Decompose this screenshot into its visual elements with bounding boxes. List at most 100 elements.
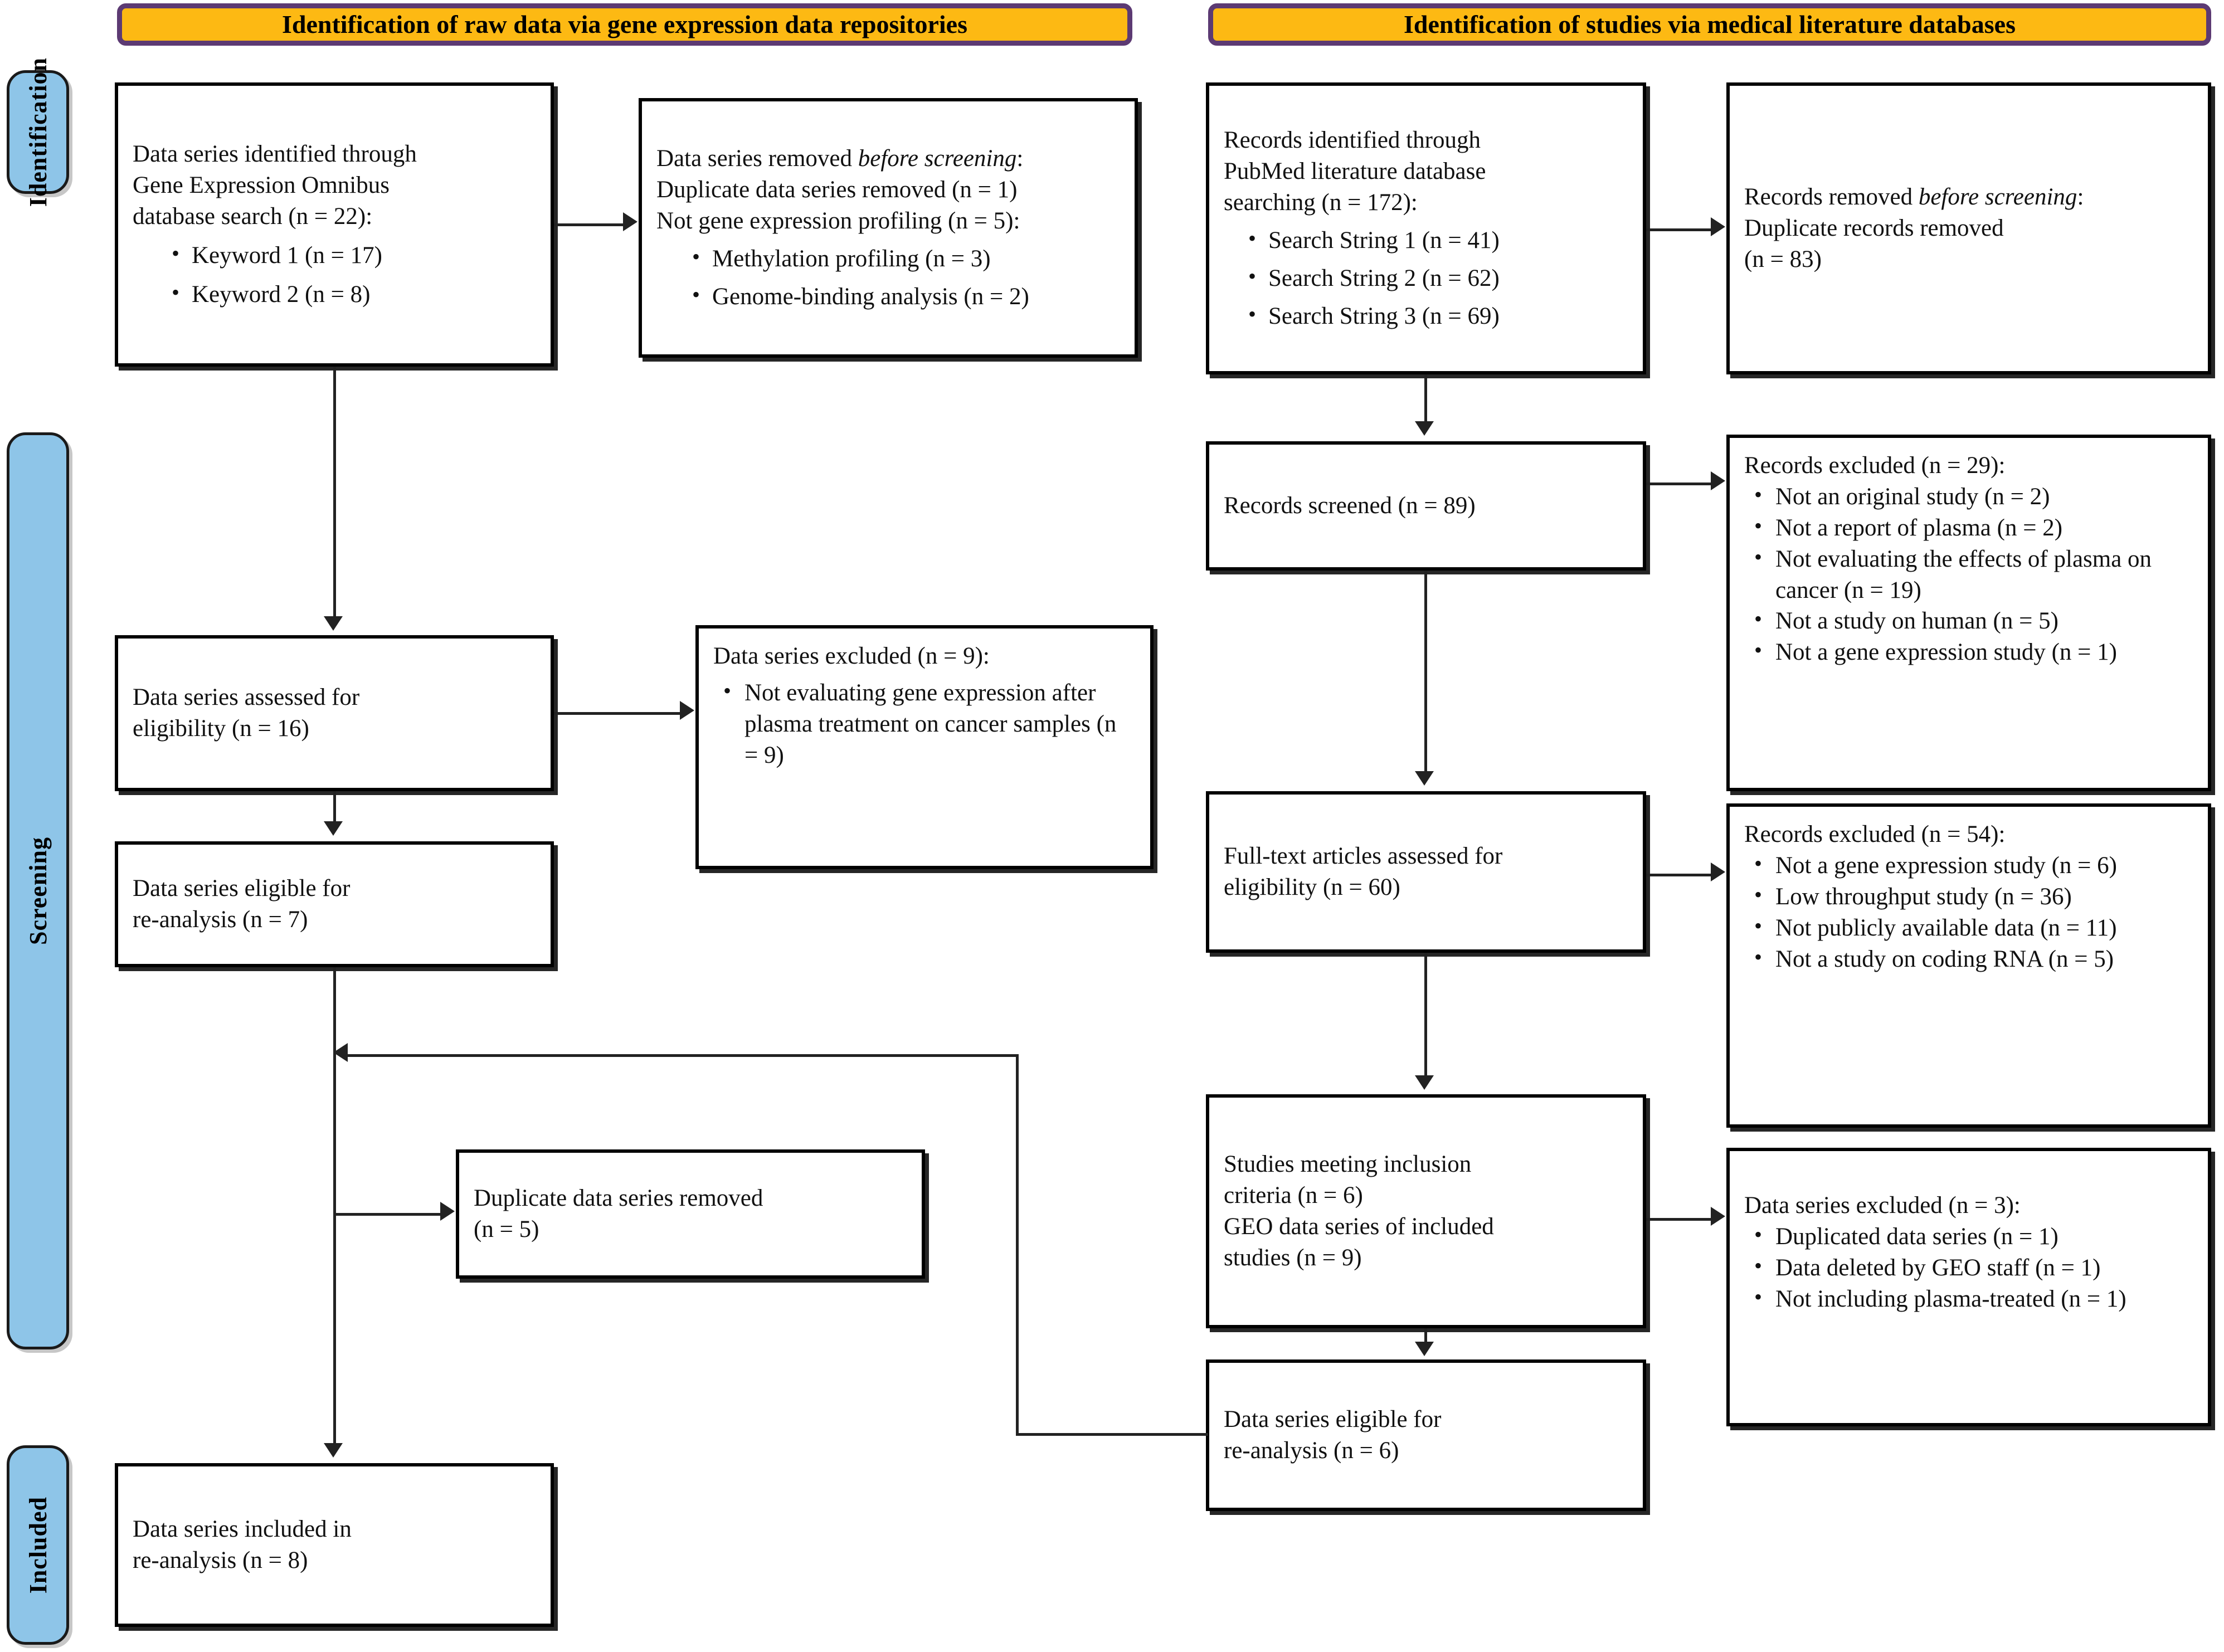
box-records-screened: Records screened (n = 89) [1206,441,1646,571]
connector-r1-to-r2 [1646,228,1712,231]
box-line: Data series eligible for [133,875,351,902]
box-data-series-eligible-7: Data series eligible for re-analysis (n … [115,841,554,967]
list-item: Search String 1 (n = 41) [1243,224,1628,256]
arrow-right-icon [1711,471,1725,490]
arrow-right-icon [1711,862,1725,881]
text-fragment-italic: before screening [1918,184,2077,211]
list-item: Data deleted by GEO staff (n = 1) [1744,1251,2193,1284]
list-item: Not a gene expression study (n = 1) [1744,636,2193,668]
box-data-series-included-8: Data series included in re-analysis (n =… [115,1463,554,1627]
banner-right: Identification of studies via medical li… [1208,3,2211,46]
connector-spine-to-l6 [333,1213,442,1216]
arrow-right-icon [623,212,637,231]
connector-right-merge-into-left-spine [345,1054,1019,1057]
box-line: studies (n = 9) [1224,1244,1362,1271]
box-line: Records identified through [1224,127,1481,154]
box-line: searching (n = 172): [1224,189,1418,216]
phase-label-included: Included [24,1496,52,1594]
arrow-down-icon [324,1443,343,1458]
list-item: Not publicly available data (n = 11) [1744,912,2193,944]
text-fragment-italic: before screening [858,145,1017,172]
arrow-down-icon [1415,1342,1434,1356]
box-line: database search (n = 22): [133,203,373,230]
arrow-right-icon [1711,217,1725,236]
list-item: Not evaluating gene expression after pla… [713,676,1136,771]
box-line: PubMed literature database [1224,158,1486,185]
text-fragment: Data series removed [656,145,858,172]
arrow-right-icon [1711,1207,1725,1226]
arrow-down-icon [1415,771,1434,786]
list-item: Not a study on coding RNA (n = 5) [1744,943,2193,975]
box-studies-meeting-inclusion: Studies meeting inclusion criteria (n = … [1206,1094,1646,1328]
box-line: Duplicate data series removed (n = 1) [656,177,1018,203]
box-line: re-analysis (n = 8) [133,1547,308,1573]
phase-bar-screening: Screening [7,432,69,1349]
arrow-down-icon [1415,1075,1434,1090]
list-item: Not an original study (n = 2) [1744,480,2193,513]
connector-l1-to-l2 [554,223,624,226]
arrow-right-icon [440,1202,455,1221]
text-fragment: Records removed [1744,184,1919,211]
box-line: Data series assessed for [133,684,360,711]
phase-label-screening: Screening [24,837,52,945]
box-header: Records excluded (n = 54): [1744,821,2006,847]
box-line: Studies meeting inclusion [1224,1151,1472,1178]
box-line: criteria (n = 6) [1224,1182,1363,1209]
arrow-right-icon [680,701,694,720]
box-duplicate-data-series-removed-5: Duplicate data series removed (n = 5) [456,1149,925,1279]
box-line: Duplicate records removed [1744,215,2004,242]
connector-r7-to-r9 [1424,1328,1427,1344]
connector-l1-to-l3 [333,367,336,617]
list-item: Genome-binding analysis (n = 2) [687,280,1120,313]
connector-r5-to-r6 [1646,874,1712,876]
box-fulltext-assessed: Full-text articles assessed for eligibil… [1206,791,1646,953]
connector-r3-to-r5 [1424,571,1427,772]
box-line: re-analysis (n = 6) [1224,1437,1399,1464]
connector-l3-to-l4 [554,712,681,715]
list-item: Keyword 2 (n = 8) [166,278,536,310]
box-line: GEO data series of included [1224,1214,1494,1240]
list-item: Duplicated data series (n = 1) [1744,1220,2193,1253]
box-data-series-assessed: Data series assessed for eligibility (n … [115,635,554,791]
connector-r3-to-r4 [1646,483,1712,485]
box-records-removed-before-screening: Records removed before screening: Duplic… [1726,82,2211,374]
connector-right-merge-horizontal [1016,1433,1208,1436]
box-line: Records screened (n = 89) [1224,493,1476,519]
box-line: (n = 83) [1744,246,1822,272]
text-fragment: : [2077,184,2084,211]
list-item: Not a gene expression study (n = 6) [1744,849,2193,881]
box-line: Data series identified through [133,141,417,168]
list-item: Keyword 1 (n = 17) [166,239,536,271]
box-line: eligibility (n = 16) [133,715,309,742]
phase-label-identification: Identification [24,57,52,207]
box-line: Data series removed before screening: [656,143,1120,174]
connector-r1-to-r3 [1424,374,1427,422]
box-line: Records removed before screening: [1744,182,2193,213]
arrow-down-icon [1415,421,1434,436]
box-data-series-excluded-9: Data series excluded (n = 9): Not evalua… [695,625,1154,869]
connector-l5-to-l7-spine [333,967,336,1444]
box-line: Not gene expression profiling (n = 5): [656,208,1020,235]
list-item: Not including plasma-treated (n = 1) [1744,1283,2193,1315]
phase-bar-included: Included [7,1445,69,1645]
banner-left: Identification of raw data via gene expr… [117,3,1132,46]
connector-r5-to-r7 [1424,953,1427,1076]
box-line: Data series included in [133,1516,352,1543]
list-item: Search String 2 (n = 62) [1243,262,1628,294]
list-item: Search String 3 (n = 69) [1243,300,1628,332]
arrow-down-icon [324,616,343,631]
list-item: Not a report of plasma (n = 2) [1744,511,2193,544]
list-item: Methylation profiling (n = 3) [687,242,1120,275]
list-item: Not evaluating the effects of plasma on … [1744,543,2193,606]
box-header: Data series excluded (n = 3): [1744,1192,2021,1219]
box-data-series-removed-before-screening: Data series removed before screening: Du… [639,98,1138,358]
box-line: Data series eligible for [1224,1406,1442,1433]
banner-right-label: Identification of studies via medical li… [1404,9,2016,38]
box-line: Gene Expression Omnibus [133,172,390,199]
box-data-series-identified: Data series identified through Gene Expr… [115,82,554,367]
connector-l3-to-l5 [333,791,336,822]
box-header: Records excluded (n = 29): [1744,452,2006,479]
box-data-series-excluded-3: Data series excluded (n = 3): Duplicated… [1726,1148,2211,1426]
box-records-identified: Records identified through PubMed litera… [1206,82,1646,374]
connector-right-merge-vertical [1016,1054,1019,1435]
